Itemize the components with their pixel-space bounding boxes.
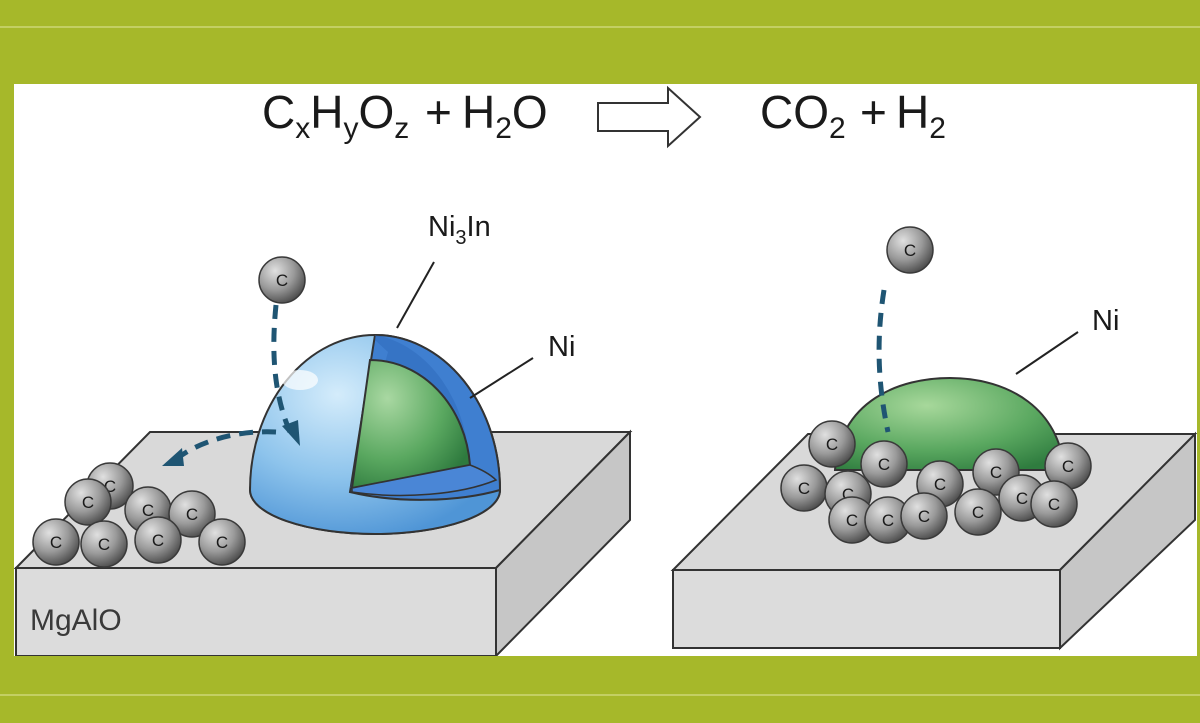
carbon-cluster-left: C C C C C C C C [32,462,246,568]
carbon-cluster-right: C C C C C C C C C C C C C [780,420,1092,544]
svg-text:C: C [142,501,154,520]
carbon-atom-icon: C [168,490,216,538]
carbon-atom-icon: C [134,516,182,564]
reaction-equation: CxHyOz + H2O CO2 + H2 [262,85,946,149]
core-shell-particle [248,333,502,535]
carbon-atom-icon: C [972,448,1020,496]
svg-text:C: C [82,493,94,512]
plus-sign-1: + [425,86,452,138]
carbon-atom-icon: C [780,464,828,512]
svg-text:C: C [216,533,228,552]
svg-text:C: C [1048,495,1060,514]
svg-text:C: C [846,511,858,530]
carbon-atom-icon: C [258,256,306,304]
carbon-atom-icon: C [900,492,948,540]
ni-core-left [350,358,472,490]
carbon-atom-icon: C [828,496,876,544]
svg-text:C: C [826,435,838,454]
svg-text:C: C [50,533,62,552]
svg-text:C: C [798,479,810,498]
svg-text:C: C [934,475,946,494]
svg-text:C: C [1062,457,1074,476]
carbon-atom-icon: C [886,226,934,274]
diffusion-arrow-icon [271,304,293,433]
plus-sign-2: + [860,86,887,138]
svg-text:C: C [186,505,198,524]
reaction-arrow-icon [597,85,702,149]
core-label-right-group: Ni [1015,305,1119,375]
shell-label: Ni3In [428,211,491,249]
core-label-right: Ni [1092,305,1119,337]
reactant-hydrocarbon: CxHyOz [262,86,409,145]
product-h2: H2 [896,86,946,145]
carbon-atom-icon: C [808,420,856,468]
background-stripe-top [0,26,1200,28]
diagram-panel: CxHyOz + H2O CO2 + H2 MgAlO [13,84,1198,659]
svg-text:C: C [972,503,984,522]
svg-text:C: C [98,535,110,554]
shell-label-group: Ni3In [396,211,491,329]
svg-text:C: C [878,455,890,474]
carbon-atom-icon: C [1030,480,1078,528]
product-co2: CO2 [760,86,846,145]
carbon-atom-icon: C [80,520,128,568]
core-label-left: Ni [548,331,575,363]
svg-text:C: C [1016,489,1028,508]
diffusion-arrow-icon [876,289,891,433]
carbon-atom-icon: C [916,460,964,508]
catalyst-diagram: CxHyOz + H2O CO2 + H2 MgAlO [13,85,1198,659]
carbon-atom-icon: C [864,496,912,544]
carbon-atom-icon: C [954,488,1002,536]
svg-text:C: C [904,241,916,260]
carbon-atom-icon: C [124,486,172,534]
svg-text:C: C [152,531,164,550]
carbon-atom-icon: C [32,518,80,566]
support-label: MgAlO [30,604,122,637]
svg-text:C: C [882,511,894,530]
carbon-atom-icon: C [1044,442,1092,490]
carbon-atom-icon: C [998,474,1046,522]
background-stripe-bottom [0,694,1200,696]
svg-text:C: C [918,507,930,526]
core-label-left-group: Ni [469,331,575,399]
carbon-atom-icon: C [860,440,908,488]
svg-text:C: C [990,463,1002,482]
carbon-atom-icon: C [64,478,112,526]
reactant-water: H2O [462,86,548,145]
svg-text:C: C [276,271,288,290]
carbon-atom-icon: C [198,518,246,566]
diffusion-arrow-icon [173,429,277,462]
